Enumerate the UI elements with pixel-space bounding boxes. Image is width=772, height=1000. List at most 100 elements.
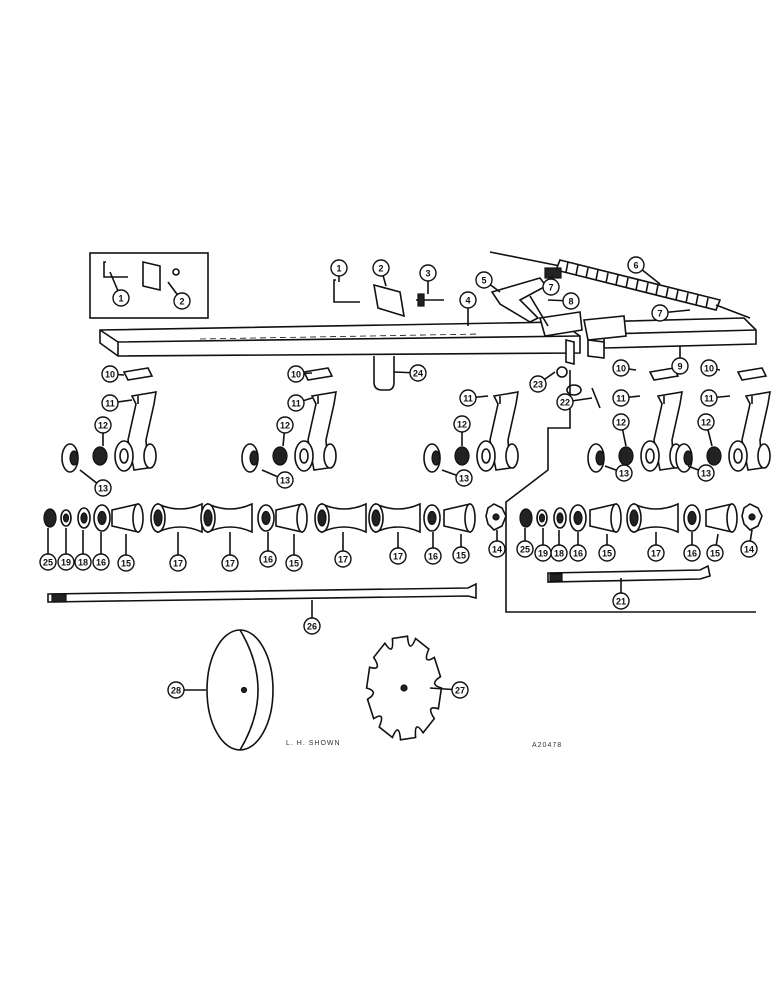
callout-number: 16: [687, 549, 697, 559]
callout-13: 13: [615, 464, 633, 482]
callout-number: 9: [677, 362, 682, 372]
callout-7: 7: [542, 278, 560, 296]
callout-number: 25: [43, 558, 53, 568]
callout-number: 12: [701, 418, 711, 428]
callout-number: 15: [456, 551, 466, 561]
washer-19: [60, 509, 72, 527]
callout-number: 11: [704, 394, 714, 404]
spring-assembly: [489, 251, 751, 319]
callout-17: 17: [334, 550, 352, 568]
callout-19: 19: [534, 544, 552, 562]
assembly-divider-line: [505, 370, 756, 613]
callout-16: 16: [569, 544, 587, 562]
hook-bolt-1-drawing: [333, 279, 360, 303]
bracket-drawing: [142, 260, 161, 292]
gang-bolt-21-drawing: [547, 564, 711, 583]
callout-13: 13: [455, 469, 473, 487]
callout-number: 24: [413, 369, 423, 379]
callout-11: 11: [459, 389, 477, 407]
callout-12: 12: [612, 413, 630, 431]
callout-15: 15: [706, 544, 724, 562]
spool-17: [314, 502, 367, 534]
callout-15: 15: [452, 546, 470, 564]
callout-number: 19: [538, 549, 548, 559]
callout-22: 22: [556, 393, 574, 411]
callout-18: 18: [74, 553, 92, 571]
callout-number: 11: [291, 399, 301, 409]
callout-number: 19: [61, 558, 71, 568]
callout-number: 12: [457, 420, 467, 430]
callout-1: 1: [112, 289, 130, 307]
callout-number: 17: [173, 559, 183, 569]
callout-4: 4: [459, 291, 477, 309]
callout-number: 13: [280, 476, 290, 486]
bolt-3-drawing: [416, 293, 444, 307]
callout-number: 15: [121, 559, 131, 569]
callout-number: 6: [633, 261, 638, 271]
bearing-group: [587, 367, 683, 473]
callout-number: 14: [492, 545, 502, 555]
spool-17: [368, 502, 421, 534]
callout-number: 12: [280, 421, 290, 431]
callout-number: 27: [455, 686, 465, 696]
callout-28: 28: [167, 681, 185, 699]
disc-27-hole: [400, 684, 408, 692]
nut-25: [519, 508, 533, 528]
gang-bar-right: [583, 315, 757, 359]
callout-number: 10: [704, 364, 714, 374]
washer-18: [77, 507, 91, 529]
callout-16: 16: [92, 553, 110, 571]
spool-17: [200, 502, 253, 534]
callout-number: 12: [98, 421, 108, 431]
callout-7: 7: [651, 304, 669, 322]
callout-13: 13: [276, 471, 294, 489]
callout-17: 17: [221, 554, 239, 572]
callout-number: 13: [701, 469, 711, 479]
callout-number: 25: [520, 545, 530, 555]
spool-15: [111, 502, 144, 534]
inset-box: [89, 252, 209, 319]
callout-11: 11: [101, 394, 119, 412]
bearing-group: [241, 367, 337, 473]
lever-bracket-drawing: [490, 277, 548, 323]
side-note-label: L. H. SHOWN: [286, 740, 341, 747]
callout-11: 11: [287, 394, 305, 412]
callout-number: 16: [96, 558, 106, 568]
callout-number: 10: [616, 364, 626, 374]
hook-bolt-drawing: [103, 261, 128, 278]
bearing-group: [423, 391, 519, 473]
spool-15: [275, 502, 308, 534]
pin-8-drawing: [529, 295, 549, 327]
callout-number: 11: [616, 394, 626, 404]
washer-18: [553, 507, 567, 529]
callout-9: 9: [671, 357, 689, 375]
callout-number: 13: [619, 469, 629, 479]
callout-10: 10: [287, 365, 305, 383]
callout-10: 10: [700, 359, 718, 377]
bearing-groups: [61, 367, 771, 473]
callout-19: 19: [57, 553, 75, 571]
gang-stack-left: [43, 502, 507, 534]
callout-number: 11: [463, 394, 473, 404]
callout-15: 15: [117, 554, 135, 572]
callout-number: 4: [465, 296, 470, 306]
callout-2: 2: [372, 259, 390, 277]
callout-number: 5: [481, 276, 486, 286]
bearing-16: [683, 504, 701, 532]
callout-10: 10: [612, 359, 630, 377]
callout-17: 17: [169, 554, 187, 572]
callout-24: 24: [409, 364, 427, 382]
callout-16: 16: [683, 544, 701, 562]
callout-14: 14: [488, 540, 506, 558]
callout-number: 2: [378, 264, 383, 274]
callout-number: 16: [428, 552, 438, 562]
callout-number: 22: [560, 398, 570, 408]
callout-number: 17: [393, 552, 403, 562]
callout-15: 15: [285, 554, 303, 572]
callout-8: 8: [562, 292, 580, 310]
spool-15: [589, 502, 622, 534]
callout-21: 21: [612, 592, 630, 610]
callout-number: 1: [336, 264, 341, 274]
